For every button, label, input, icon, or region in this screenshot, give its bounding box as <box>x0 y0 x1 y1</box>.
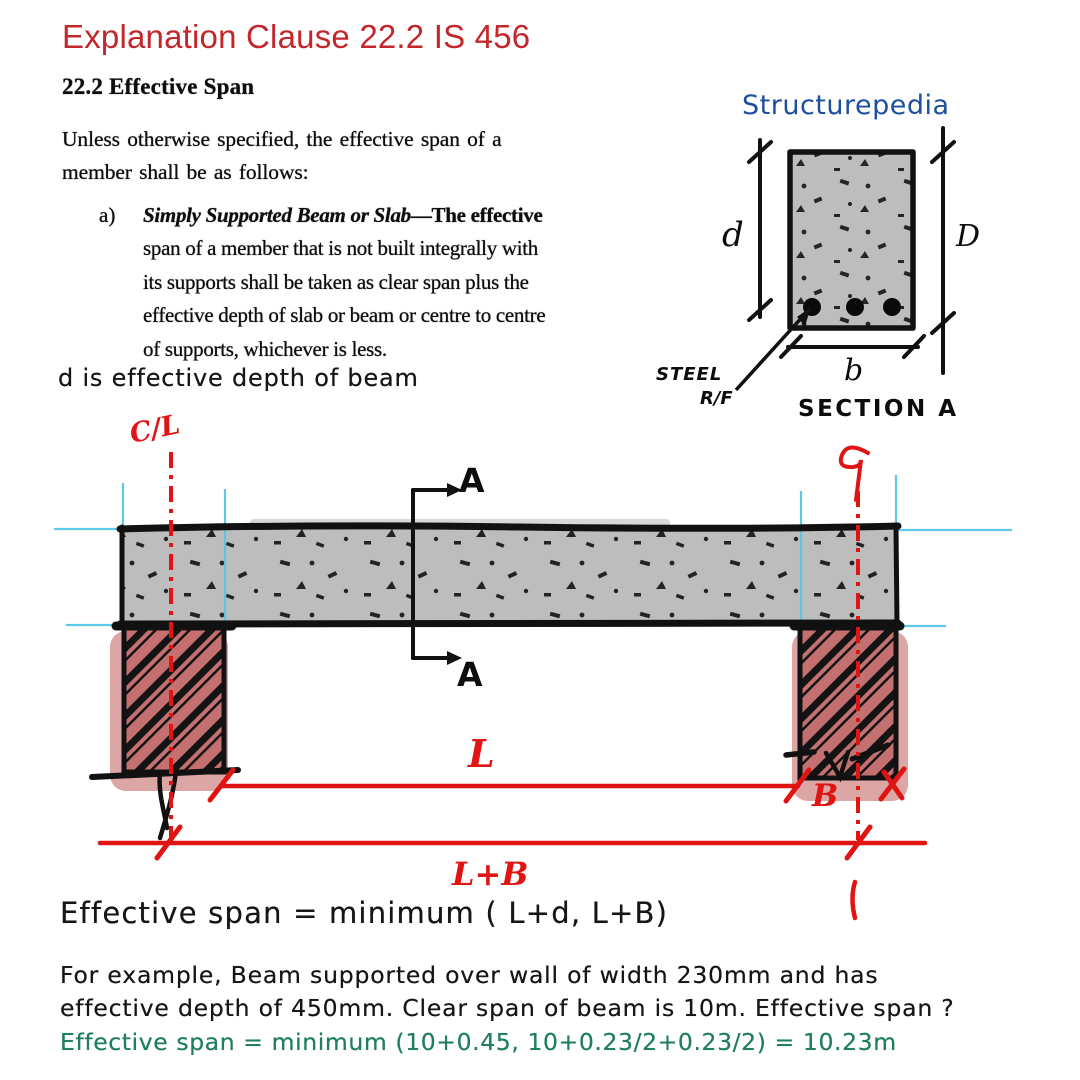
beam-elevation-figure: A A C/L L B L+B <box>54 409 1012 921</box>
label-centerline-left: C/L <box>127 409 183 450</box>
dimension-B <box>878 766 907 802</box>
clause-item-line-3: its supports shall be taken as clear spa… <box>143 270 529 294</box>
label-B: B <box>811 778 838 814</box>
support-left <box>89 625 241 841</box>
rebar-dot <box>883 298 901 316</box>
page-title: Explanation Clause 22.2 IS 456 <box>62 18 531 55</box>
clause-item-line-5: of supports, whichever is less. <box>143 337 387 361</box>
effective-depth-note: d is effective depth of beam <box>58 364 419 392</box>
steel-label-line1: STEEL <box>656 364 722 385</box>
clause-item-title-rest: —The effective <box>410 203 543 227</box>
label-D: D <box>955 219 980 254</box>
label-d: d <box>722 215 744 255</box>
clause-item-marker: a) <box>99 203 116 227</box>
clause-intro-line-1: Unless otherwise specified, the effectiv… <box>62 127 502 151</box>
steel-label-line2: R/F <box>700 388 733 409</box>
example-answer: Effective span = minimum (10+0.45, 10+0.… <box>60 1028 897 1056</box>
label-b: b <box>844 353 863 388</box>
dimension-b <box>779 334 926 359</box>
example-line-2: effective depth of 450mm. Clear span of … <box>60 994 955 1022</box>
rebar-dot <box>846 298 864 316</box>
steel-leader-arrow <box>734 307 811 392</box>
section-caption: SECTION A <box>798 396 959 422</box>
brand-watermark: Structurepedia <box>742 90 950 121</box>
label-L-plus-B: L+B <box>451 855 528 893</box>
clause-item-line-4: effective depth of slab or beam or centr… <box>143 303 546 327</box>
section-cut-arrow-bottom <box>447 651 462 665</box>
dimension-L <box>207 767 812 804</box>
dimension-L-plus-B <box>97 824 928 861</box>
effective-span-formula: Effective span = minimum ( L+d, L+B) <box>60 896 669 930</box>
rebar-dots <box>803 298 901 316</box>
clause-item-line-2: span of a member that is not built integ… <box>143 236 539 260</box>
clause-item-line-1: Simply Supported Beam or Slab—The effect… <box>143 203 543 228</box>
label-section-A-top: A <box>459 461 485 500</box>
label-section-A-bottom: A <box>457 655 483 694</box>
clause-heading: 22.2 Effective Span <box>62 74 255 99</box>
dimension-D <box>930 126 956 375</box>
clause-item-title: Simply Supported Beam or Slab <box>143 203 411 227</box>
section-cut-line <box>411 488 449 660</box>
beam-body <box>122 519 897 624</box>
support-right <box>783 625 899 783</box>
dimension-d <box>747 138 773 322</box>
clause-intro-line-2: member shall be as follows: <box>62 160 309 184</box>
label-L: L <box>467 731 495 776</box>
cross-section-figure: Structurepedia d D <box>656 90 980 422</box>
example-line-1: For example, Beam supported over wall of… <box>60 961 879 989</box>
section-cut-arrow-top <box>447 483 462 497</box>
centerline-symbol <box>838 445 870 502</box>
centerline-right <box>838 445 870 921</box>
